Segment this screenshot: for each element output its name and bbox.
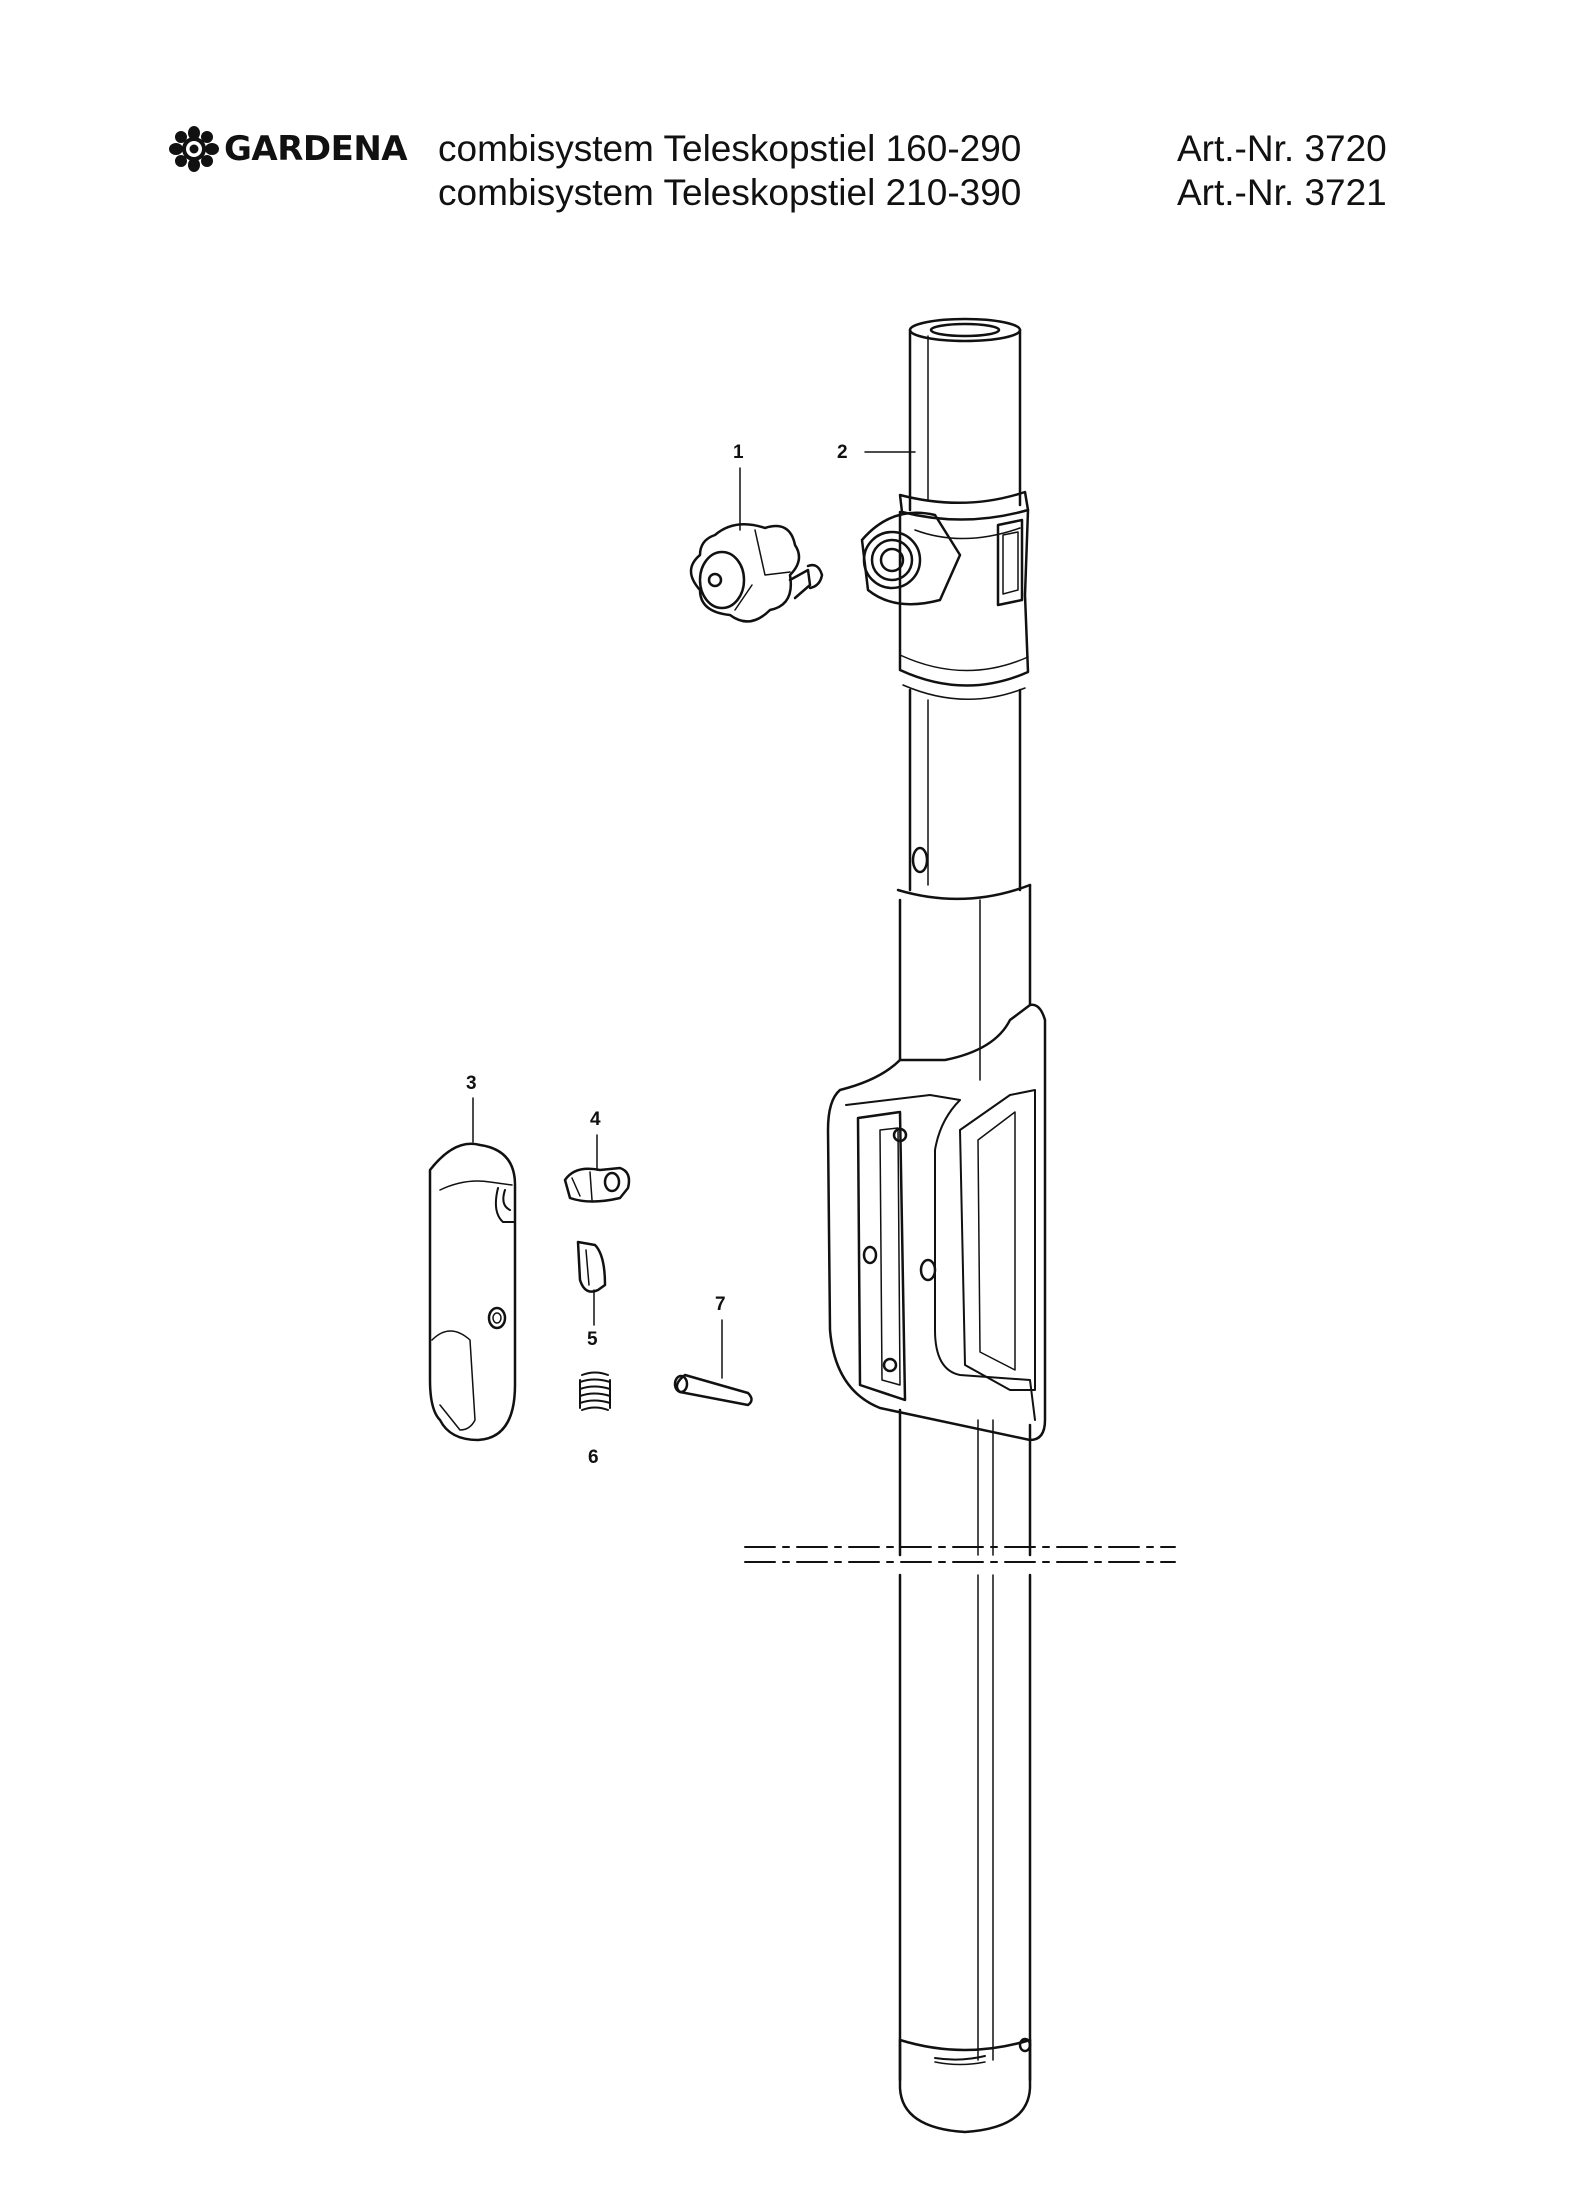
telescopic-pole xyxy=(744,317,1176,2134)
article-number-1: Art.-Nr. 3720 xyxy=(1177,128,1387,169)
product-title-2: combisystem Teleskopstiel 210-390 xyxy=(438,172,1022,213)
header: GARDENA combisystem Teleskopstiel 160-29… xyxy=(0,0,1573,213)
callout-2: 2 xyxy=(837,442,848,463)
callout-5: 5 xyxy=(587,1329,598,1350)
gardena-flower-icon xyxy=(169,126,219,172)
product-title-1: combisystem Teleskopstiel 160-290 xyxy=(438,128,1022,169)
callout-1: 1 xyxy=(733,442,744,463)
leader-lines xyxy=(472,451,916,1379)
star-knob xyxy=(689,523,824,623)
brand-name: GARDENA xyxy=(224,129,408,169)
pin xyxy=(673,1373,753,1407)
grip-cover xyxy=(428,1142,517,1442)
latch-clip xyxy=(576,1240,607,1293)
article-number-2: Art.-Nr. 3721 xyxy=(1177,172,1387,213)
callout-4: 4 xyxy=(590,1109,601,1130)
spring xyxy=(579,1371,611,1411)
callout-6: 6 xyxy=(588,1447,599,1468)
callout-3: 3 xyxy=(466,1073,477,1094)
callout-7: 7 xyxy=(715,1294,726,1315)
latch-bolt xyxy=(563,1166,631,1203)
callout-numbers: 1 2 3 4 5 6 7 xyxy=(466,442,848,1468)
gardena-logo: GARDENA xyxy=(168,126,408,172)
